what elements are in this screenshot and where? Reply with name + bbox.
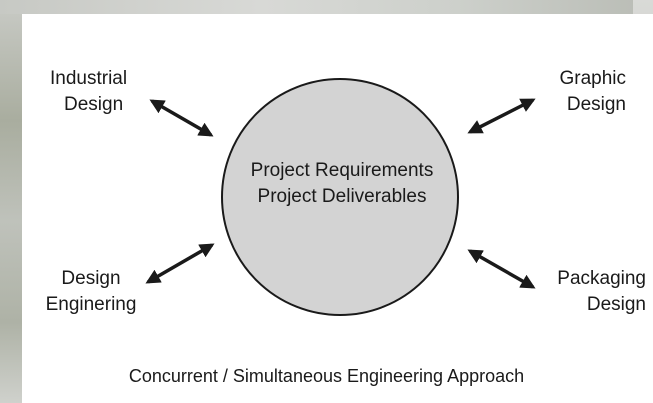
- node-design-engineering: Design Enginering: [38, 266, 144, 318]
- circle-label-deliverables: Project Deliverables: [257, 186, 427, 207]
- node-design-engineering-line1: Design: [61, 268, 121, 289]
- node-packaging-design-line2: Design: [586, 294, 646, 315]
- central-circle: [221, 78, 459, 316]
- node-packaging-design-line1: Packaging: [557, 268, 646, 289]
- node-packaging-design: Packaging Design: [538, 266, 646, 318]
- circle-label: Project Requirements Project Deliverable…: [206, 158, 478, 210]
- node-design-engineering-line2: Enginering: [45, 294, 137, 315]
- background-photo-top: [0, 0, 653, 14]
- node-industrial-design-line1: Industrial: [50, 68, 128, 89]
- node-graphic-design-line1: Graphic: [559, 68, 626, 89]
- arrow-design-engineering: [145, 243, 215, 284]
- arrow-graphic-design: [467, 98, 536, 134]
- arrow-packaging-design: [467, 249, 536, 289]
- node-industrial-design-line2: Design: [64, 94, 124, 115]
- circle-label-requirements: Project Requirements: [250, 160, 434, 181]
- node-graphic-design-line2: Design: [566, 94, 626, 115]
- arrow-industrial-design: [149, 99, 214, 137]
- node-industrial-design: Industrial Design: [50, 66, 127, 118]
- diagram-caption: Concurrent / Simultaneous Engineering Ap…: [128, 366, 525, 386]
- node-graphic-design: Graphic Design: [540, 66, 626, 118]
